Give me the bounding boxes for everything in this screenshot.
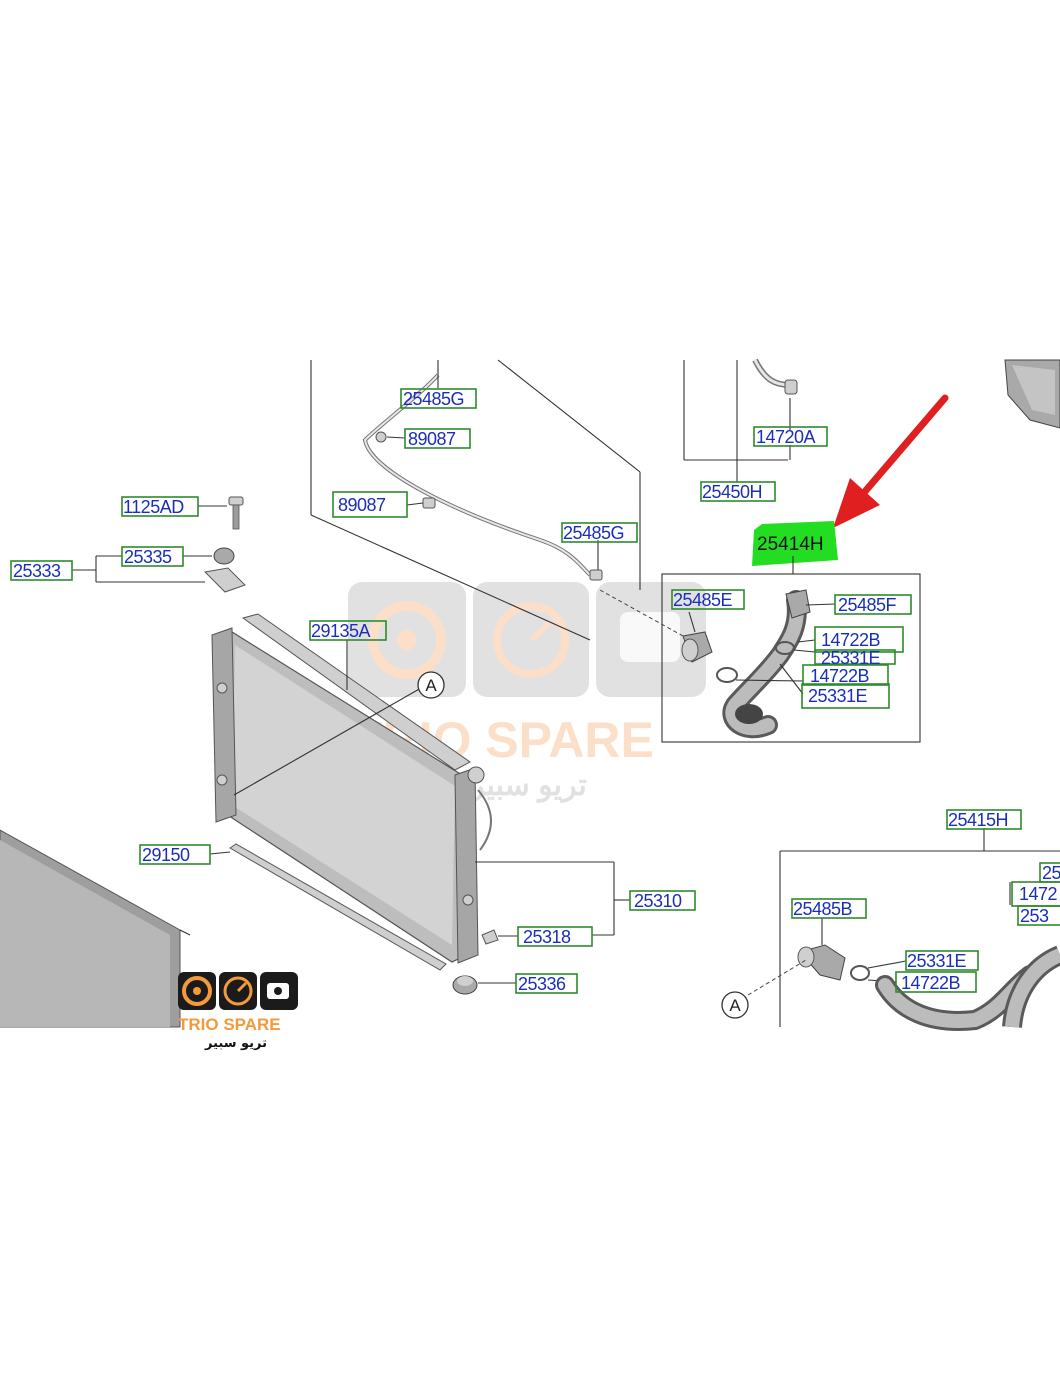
part-label-25331E-b[interactable]: 25331E	[801, 683, 890, 709]
part-label-14722B-a[interactable]: 14722B	[814, 626, 904, 653]
part-label-25336[interactable]: 25336	[515, 973, 578, 994]
part-label-cut-253[interactable]: 253	[1017, 905, 1060, 926]
part-number: 14722B	[901, 973, 961, 993]
part-number: 14720A	[756, 427, 816, 447]
ref-circle-a1: A	[417, 671, 445, 699]
part-number: 1125AD	[123, 497, 184, 517]
part-label-25485G-mid[interactable]: 25485G	[561, 522, 638, 543]
part-number: 25485G	[403, 389, 464, 409]
part-number: 25336	[518, 974, 566, 994]
part-number: 25415H	[948, 810, 1008, 830]
part-number: 25331E	[821, 648, 881, 668]
gauge-icon	[219, 972, 257, 1010]
upper-seal-29135A	[241, 613, 471, 771]
part-number: 25485B	[793, 899, 853, 919]
part-number: 25335	[124, 547, 172, 567]
highlight-25414H	[752, 521, 838, 566]
part-number: 25310	[634, 891, 682, 911]
upper-hose-panel	[310, 359, 641, 641]
part-number: 25331E	[907, 951, 967, 971]
part-number: 89087	[338, 495, 386, 515]
part-label-25331E-a[interactable]: 25331E	[814, 648, 896, 668]
part-label-14722B-c[interactable]: 14722B	[895, 971, 977, 993]
part-number: 25485E	[673, 590, 733, 610]
logo-brand: TRIO SPARE	[178, 1015, 281, 1034]
part-label-25485G-top[interactable]: 25485G	[400, 388, 477, 409]
part-number: 253	[1020, 906, 1049, 926]
watermark-arabic: تريو سبير	[468, 769, 587, 803]
part-number: 25485G	[563, 523, 624, 543]
part-number: 25485F	[838, 595, 897, 615]
part-label-cut-25[interactable]: 25	[1039, 862, 1060, 883]
upper-mount-parts	[72, 496, 246, 593]
part-label-14720A[interactable]: 14720A	[753, 426, 828, 447]
part-number: 89087	[408, 429, 456, 449]
part-number: 14722B	[821, 630, 881, 650]
part-label-25333[interactable]: 25333	[10, 560, 73, 581]
ref-circle-a1-text: A	[425, 676, 437, 695]
brand-logo: TRIO SPARE تريو سبير	[178, 972, 298, 1051]
part-number: 29135A	[311, 621, 371, 641]
bolt-icon	[178, 972, 216, 1010]
part-label-25485B[interactable]: 25485B	[791, 898, 867, 919]
bypass-pipe	[362, 373, 592, 577]
upper-hose-14720A	[683, 358, 798, 482]
part-label-25318[interactable]: 25318	[517, 926, 593, 947]
part-number: 25	[1042, 863, 1060, 883]
part-label-89087-b[interactable]: 89087	[332, 491, 408, 518]
part-label-1125AD[interactable]: 1125AD	[121, 496, 199, 517]
part-number: 29150	[142, 845, 190, 865]
part-number: 25450H	[702, 482, 762, 502]
inlet-hose-group	[661, 556, 921, 743]
red-arrow	[833, 394, 949, 528]
part-label-14722B-b[interactable]: 14722B	[802, 664, 889, 686]
part-number: 14722B	[810, 666, 870, 686]
logo-arabic: تريو سبير	[204, 1036, 267, 1051]
radiator	[209, 613, 630, 995]
engine-icon	[260, 972, 298, 1010]
part-number: 25318	[523, 927, 571, 947]
ref-circle-a2-text: A	[729, 996, 741, 1015]
lower-seal-29150	[229, 843, 447, 971]
part-number: 25333	[13, 561, 61, 581]
part-label-29150[interactable]: 29150	[139, 844, 211, 865]
part-label-89087-a[interactable]: 89087	[404, 428, 471, 449]
part-label-25335[interactable]: 25335	[121, 546, 184, 567]
part-number-highlighted: 25414H	[757, 534, 824, 555]
part-number: 1472	[1019, 884, 1058, 904]
outlet-hose-group	[747, 828, 1060, 1031]
part-label-25485F[interactable]: 25485F	[834, 594, 912, 615]
part-label-cut-1472[interactable]: 1472	[1011, 881, 1060, 907]
part-label-25414H[interactable]: 25414H	[757, 534, 824, 555]
part-label-25331E-c[interactable]: 25331E	[905, 950, 979, 971]
part-label-29135A[interactable]: 29135A	[309, 620, 387, 641]
part-label-25310[interactable]: 25310	[629, 890, 696, 911]
part-number: 25331E	[808, 686, 868, 706]
part-label-25485E[interactable]: 25485E	[671, 589, 745, 610]
part-label-25450H[interactable]: 25450H	[700, 481, 776, 502]
ref-circle-a2: A	[721, 991, 749, 1019]
part-label-25415H[interactable]: 25415H	[946, 809, 1022, 830]
